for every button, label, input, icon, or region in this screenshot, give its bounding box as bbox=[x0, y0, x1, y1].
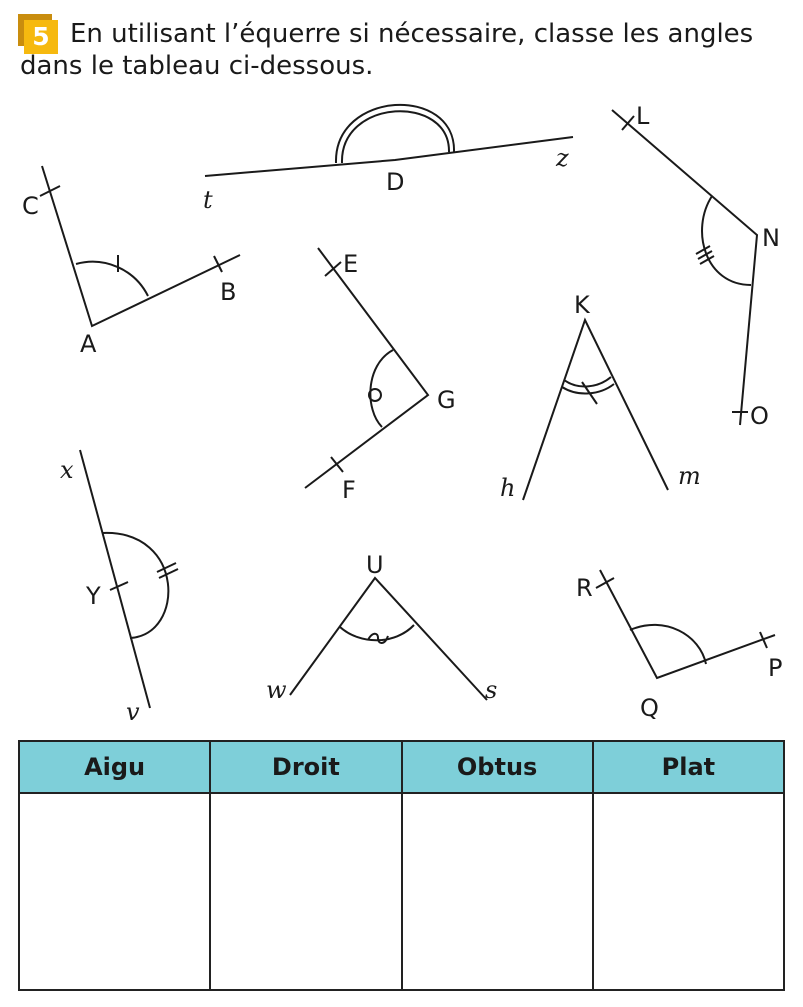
label-h: h bbox=[500, 474, 515, 502]
label-f: F bbox=[342, 476, 356, 504]
label-x: x bbox=[60, 456, 74, 484]
table-answer-row bbox=[17, 792, 786, 991]
exercise-number: 5 bbox=[24, 20, 58, 54]
label-k: K bbox=[574, 291, 591, 319]
angle-egf: E G F bbox=[304, 247, 456, 504]
angle-rqp: R Q P bbox=[576, 569, 782, 722]
label-u: U bbox=[366, 551, 384, 579]
label-o: O bbox=[750, 402, 769, 430]
label-t: t bbox=[203, 186, 213, 214]
label-v: v bbox=[126, 698, 140, 726]
label-s: s bbox=[485, 676, 497, 704]
label-q: Q bbox=[640, 694, 659, 722]
header-aigu: Aigu bbox=[17, 740, 212, 794]
label-p: P bbox=[768, 654, 782, 682]
angle-cab: C B A bbox=[22, 165, 241, 358]
label-l: L bbox=[636, 102, 650, 130]
classification-table: Aigu Droit Obtus Plat bbox=[17, 740, 786, 991]
label-z: z bbox=[555, 144, 569, 172]
angle-wus: U w s bbox=[266, 551, 497, 704]
label-b: B bbox=[220, 278, 236, 306]
instruction-text: En utilisant l’équerre si nécessaire, cl… bbox=[20, 19, 754, 81]
label-a: A bbox=[80, 330, 97, 358]
header-obtus: Obtus bbox=[400, 740, 594, 794]
angle-xyv: x Y v bbox=[60, 449, 179, 726]
label-g: G bbox=[437, 386, 456, 414]
label-d: D bbox=[386, 168, 404, 196]
exercise-number-badge: 5 bbox=[18, 14, 58, 54]
angle-tdz: D t z bbox=[203, 103, 574, 214]
label-c: C bbox=[22, 192, 39, 220]
label-r: R bbox=[576, 574, 593, 602]
cell-obtus[interactable] bbox=[400, 792, 594, 991]
label-y: Y bbox=[85, 582, 101, 610]
table-header-row: Aigu Droit Obtus Plat bbox=[17, 740, 786, 794]
angle-lno: L N O bbox=[611, 102, 780, 430]
label-n: N bbox=[762, 224, 780, 252]
label-m: m bbox=[678, 462, 701, 490]
cell-aigu[interactable] bbox=[17, 792, 212, 991]
header-plat: Plat bbox=[591, 740, 786, 794]
label-e: E bbox=[343, 250, 358, 278]
angle-hkm: K h m bbox=[500, 291, 701, 502]
angle-figures: C B A D t z L N O E G F bbox=[22, 102, 782, 726]
cell-plat[interactable] bbox=[591, 792, 786, 991]
header-droit: Droit bbox=[209, 740, 403, 794]
cell-droit[interactable] bbox=[209, 792, 403, 991]
label-w: w bbox=[266, 676, 287, 704]
